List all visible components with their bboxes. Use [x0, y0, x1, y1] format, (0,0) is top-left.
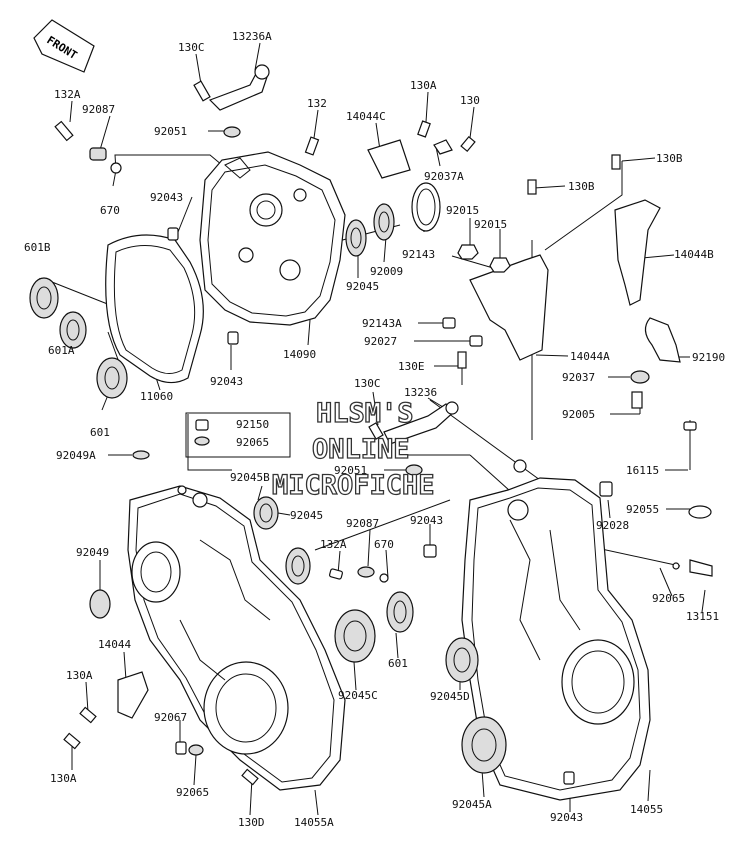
label-11060: 11060 [140, 390, 173, 403]
watermark-line-2: ONLINE [312, 434, 410, 465]
label-670-mid: 670 [374, 538, 394, 551]
label-92043-a: 92043 [150, 191, 183, 204]
upper-case-14090 [199, 151, 346, 326]
label-92037: 92037 [562, 371, 595, 384]
label-92143: 92143 [402, 248, 435, 261]
label-13151: 13151 [686, 610, 719, 623]
label-92045C: 92045C [338, 689, 378, 702]
label-14055: 14055 [630, 803, 663, 816]
label-130C-mid: 130C [354, 377, 381, 390]
label-92045A: 92045A [452, 798, 492, 811]
upper-small-parts [29, 64, 476, 399]
label-130A-bottom: 130A [50, 772, 77, 785]
label-601-a: 601 [90, 426, 110, 439]
watermark-line-3: MICROFICHE [272, 470, 435, 501]
label-14090: 14090 [283, 348, 316, 361]
label-14044: 14044 [98, 638, 131, 651]
label-130A-left: 130A [66, 669, 93, 682]
label-92043-d: 92043 [550, 811, 583, 824]
label-130A-top: 130A [410, 79, 437, 92]
label-92049: 92049 [76, 546, 109, 559]
label-130D: 130D [238, 816, 265, 829]
bracket-assembly [442, 154, 681, 409]
label-92045D: 92045D [430, 690, 470, 703]
gasket-11060 [105, 234, 204, 384]
label-132A-mid: 132A [320, 538, 347, 551]
label-132A-top: 132A [54, 88, 81, 101]
label-92045B: 92045B [230, 471, 270, 484]
label-92087-mid: 92087 [346, 517, 379, 530]
label-92015-b: 92015 [474, 218, 507, 231]
label-92009: 92009 [370, 265, 403, 278]
label-13236: 13236 [404, 386, 437, 399]
label-92045-a: 92045 [346, 280, 379, 293]
label-92015-a: 92015 [446, 204, 479, 217]
label-14044B: 14044B [674, 248, 714, 261]
label-601-b: 601 [388, 657, 408, 670]
label-92067: 92067 [154, 711, 187, 724]
label-92055: 92055 [626, 503, 659, 516]
label-13236A: 13236A [232, 30, 272, 43]
left-case-14055A [127, 485, 346, 791]
right-case-14055 [461, 459, 651, 801]
label-16115: 16115 [626, 464, 659, 477]
label-14044A: 14044A [570, 350, 610, 363]
front-arrow: FRONT [33, 19, 95, 73]
label-92065-a: 92065 [236, 436, 269, 449]
label-14055A: 14055A [294, 816, 334, 829]
label-92087-top: 92087 [82, 103, 115, 116]
label-92043-b: 92043 [210, 375, 243, 388]
label-132: 132 [307, 97, 327, 110]
label-92065-c: 92065 [176, 786, 209, 799]
label-92005: 92005 [562, 408, 595, 421]
right-small-parts [329, 401, 713, 785]
label-92051-mid: 92051 [334, 464, 367, 477]
label-14044C: 14044C [346, 110, 386, 123]
watermark: HLSM'S ONLINE MICROFICHE [271, 397, 435, 501]
label-92037A: 92037A [424, 170, 464, 183]
label-92143A: 92143A [362, 317, 402, 330]
label-92045-b: 92045 [290, 509, 323, 522]
label-130C-top: 130C [178, 41, 205, 54]
watermark-line-1: HLSM'S [316, 398, 414, 429]
label-130-top: 130 [460, 94, 480, 107]
label-601A: 601A [48, 344, 75, 357]
label-130E: 130E [398, 360, 425, 373]
part-labels: 130C 13236A 132A 92087 92051 132 14044C … [24, 30, 725, 829]
label-92150: 92150 [236, 418, 269, 431]
left-small-parts [63, 419, 376, 786]
label-92043-c: 92043 [410, 514, 443, 527]
label-92049A: 92049A [56, 449, 96, 462]
label-92065-b: 92065 [652, 592, 685, 605]
label-92190: 92190 [692, 351, 725, 364]
label-130B-b: 130B [568, 180, 595, 193]
label-92027: 92027 [364, 335, 397, 348]
label-670-top: 670 [100, 204, 120, 217]
label-92051-top: 92051 [154, 125, 187, 138]
label-601B: 601B [24, 241, 51, 254]
label-92028: 92028 [596, 519, 629, 532]
label-130B-a: 130B [656, 152, 683, 165]
